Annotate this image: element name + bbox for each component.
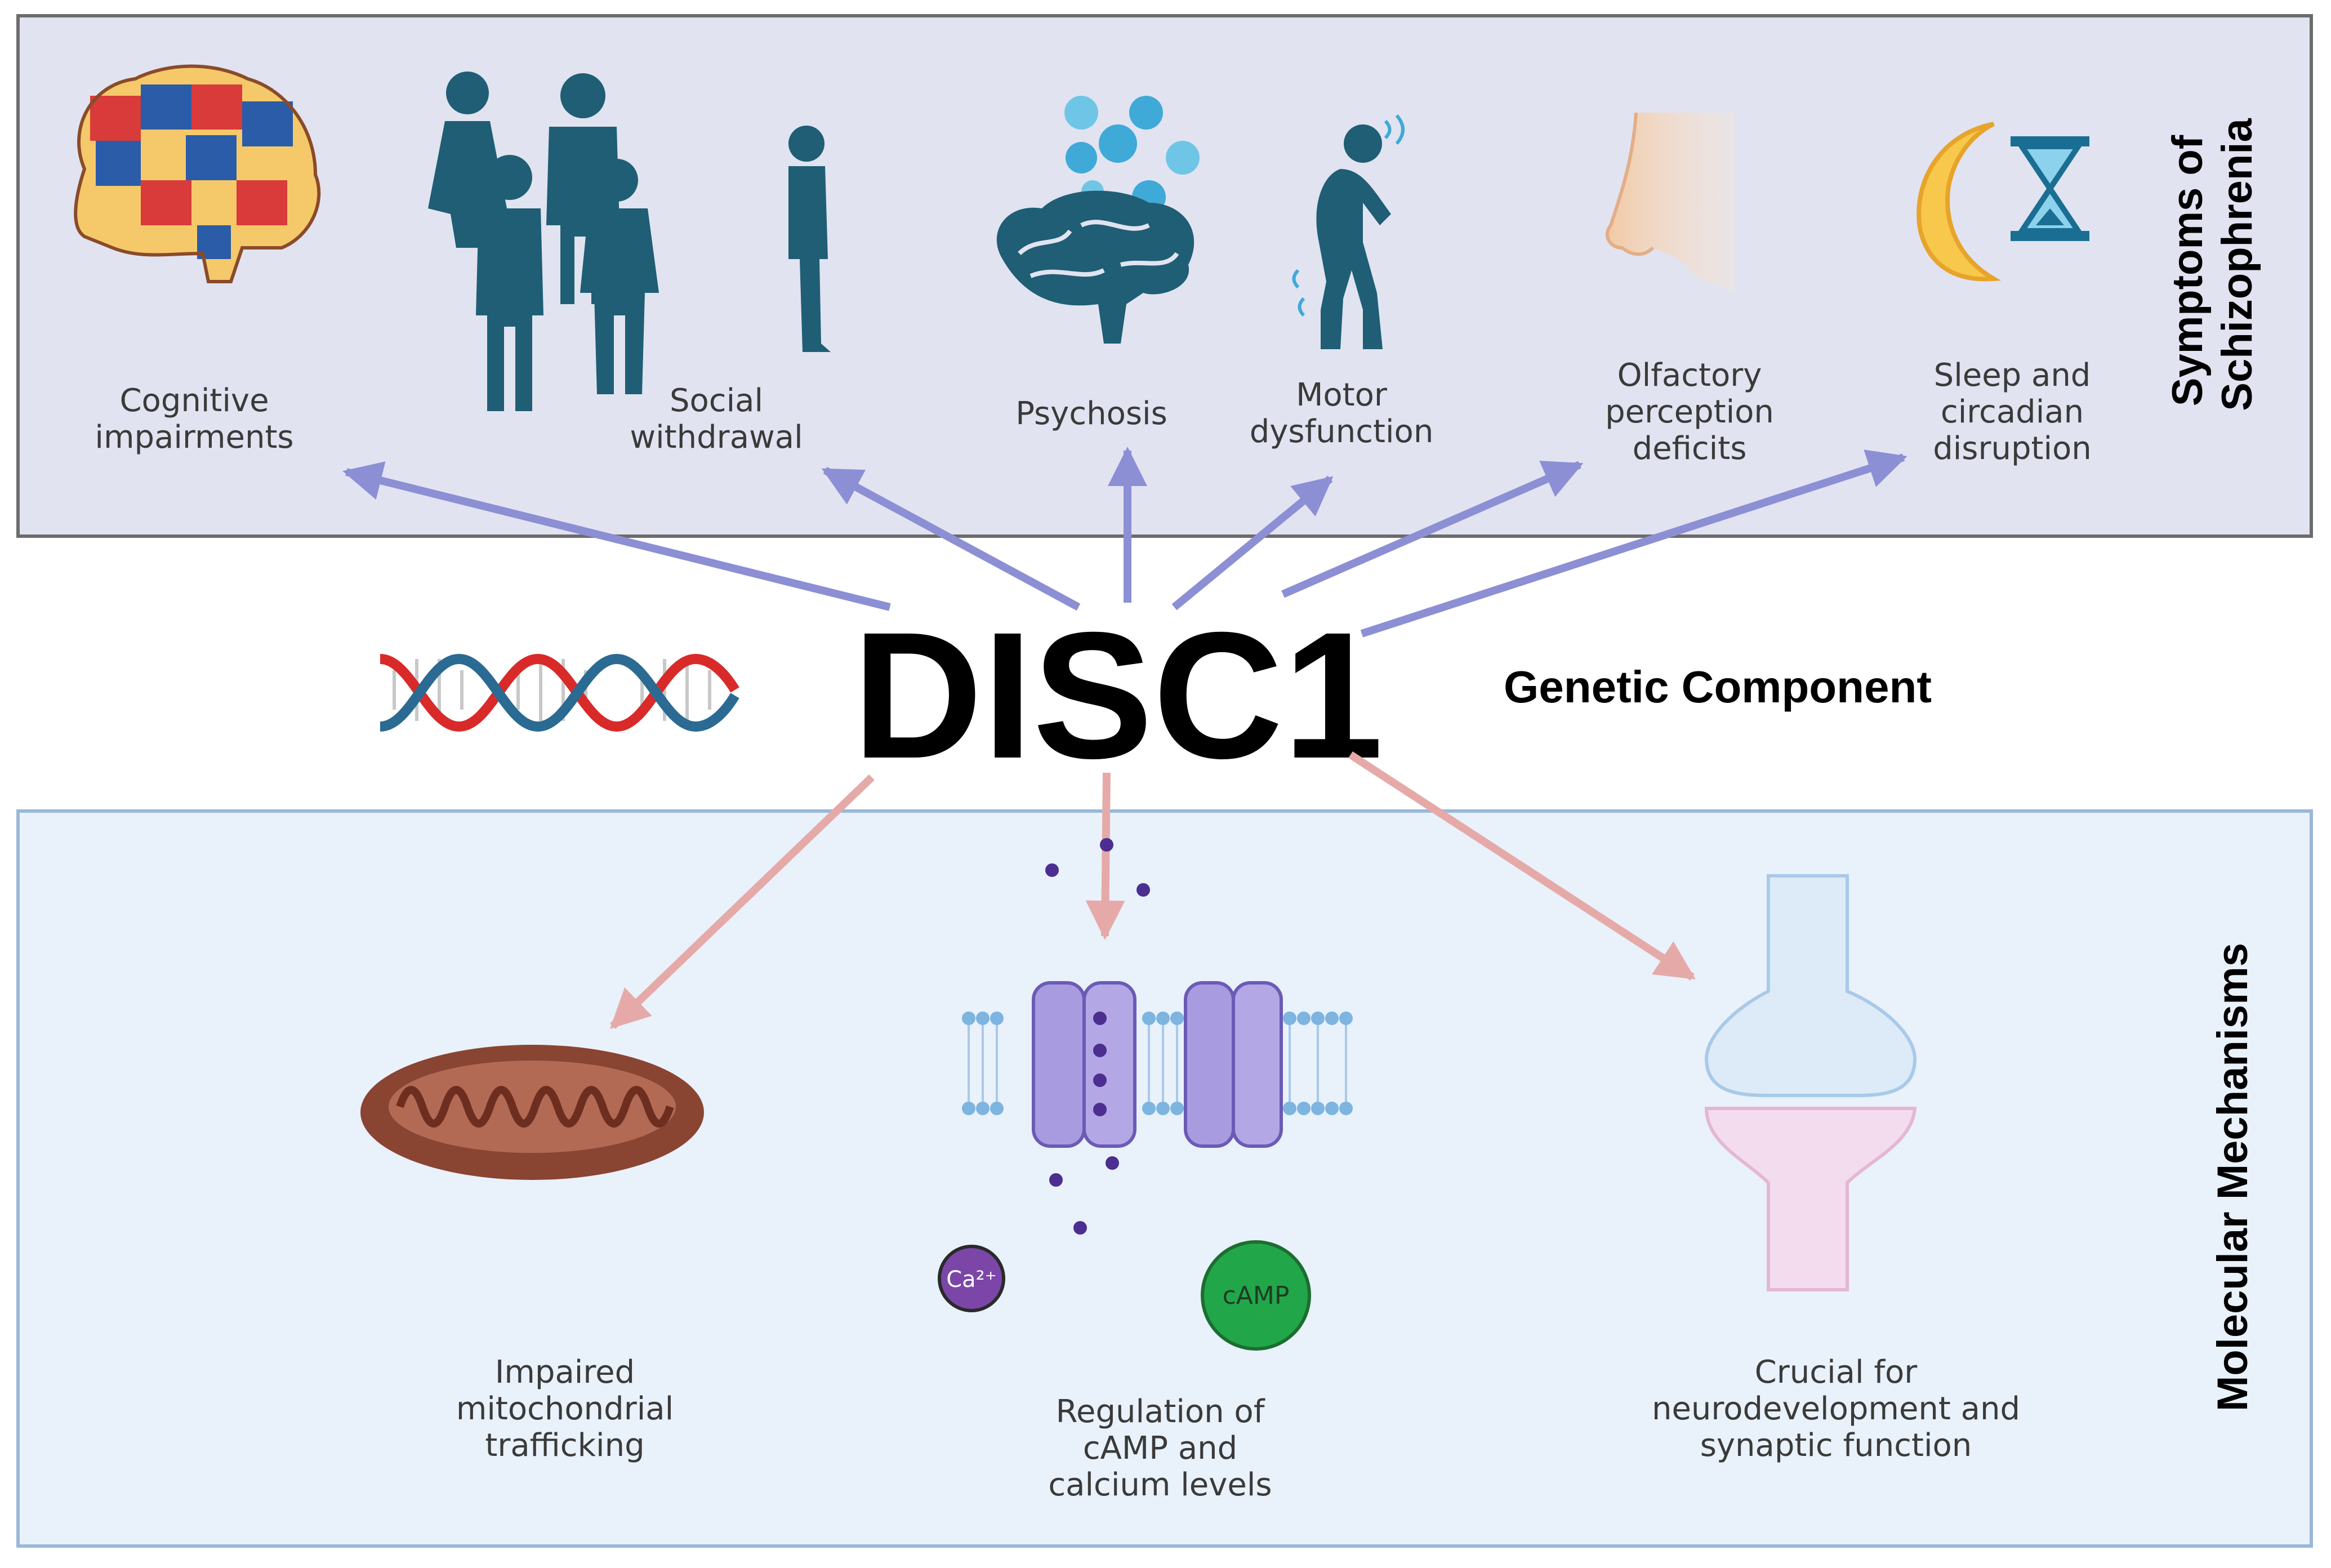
svg-text:Ca²⁺: Ca²⁺ xyxy=(946,1267,997,1293)
svg-text:deficits: deficits xyxy=(1633,430,1747,467)
dna-helix-icon xyxy=(379,653,739,732)
svg-text:Psychosis: Psychosis xyxy=(1015,395,1167,432)
people-group-icon xyxy=(428,72,831,411)
mechanism-label-mitochondrial: Impaired mitochondrial trafficking xyxy=(456,1354,674,1464)
svg-text:perception: perception xyxy=(1605,394,1774,430)
svg-text:Regulation of: Regulation of xyxy=(1056,1393,1265,1430)
symptom-label-olfactory: Olfactory perception deficits xyxy=(1605,357,1774,467)
brain-bubbles-icon xyxy=(996,96,1200,344)
svg-text:Olfactory: Olfactory xyxy=(1617,357,1762,394)
symptoms-panel-title: Symptoms of Schizophrenia xyxy=(2164,118,2261,411)
nose-icon xyxy=(1606,112,1735,293)
svg-text:calcium levels: calcium levels xyxy=(1048,1467,1272,1503)
arrow-to-cognitive xyxy=(342,461,891,611)
arrow-to-synapse xyxy=(1348,751,1696,981)
arrow-to-channel xyxy=(1085,772,1125,940)
svg-text:withdrawal: withdrawal xyxy=(630,419,803,456)
svg-text:cAMP and: cAMP and xyxy=(1083,1430,1237,1467)
camp-badge: cAMP xyxy=(1201,1240,1311,1351)
calcium-ion-badge: Ca²⁺ xyxy=(938,1245,1005,1312)
mechanisms-panel xyxy=(16,809,2313,1548)
svg-text:Motor: Motor xyxy=(1296,377,1388,413)
svg-text:synaptic function: synaptic function xyxy=(1700,1427,1972,1464)
symptom-arrows xyxy=(342,447,1907,638)
svg-text:Crucial for: Crucial for xyxy=(1755,1354,1918,1391)
mechanism-label-regulation: Regulation of cAMP and calcium levels xyxy=(1048,1393,1272,1503)
arrow-to-social xyxy=(821,466,1081,611)
arrow-to-motor xyxy=(1171,475,1334,611)
svg-text:trafficking: trafficking xyxy=(485,1427,644,1464)
genetic-component-label: Genetic Component xyxy=(1504,662,1932,712)
svg-text:cAMP: cAMP xyxy=(1223,1281,1290,1310)
gene-name: DISC1 xyxy=(853,594,1384,796)
synapse-icon xyxy=(1704,874,1917,1291)
arrow-to-sleep xyxy=(1360,449,1907,638)
svg-text:neurodevelopment and: neurodevelopment and xyxy=(1652,1391,2020,1427)
svg-text:impairments: impairments xyxy=(95,419,293,456)
symptom-label-motor: Motor dysfunction xyxy=(1250,377,1434,450)
svg-text:disruption: disruption xyxy=(1933,430,2092,467)
puzzle-brain-icon xyxy=(74,64,321,283)
trembling-person-icon xyxy=(1292,114,1405,349)
svg-text:Impaired: Impaired xyxy=(495,1354,635,1391)
ion-channel-icon: Ca²⁺ cAMP xyxy=(938,838,1353,1351)
svg-text:Sleep and: Sleep and xyxy=(1934,357,2091,394)
arrow-to-olfactory xyxy=(1281,461,1584,598)
mechanisms-panel-title: Molecular Mechanisms xyxy=(2209,943,2257,1411)
svg-text:mitochondrial: mitochondrial xyxy=(456,1391,674,1427)
svg-text:Social: Social xyxy=(670,382,763,419)
svg-text:Cognitive: Cognitive xyxy=(119,382,269,419)
symptom-label-cognitive: Cognitive impairments xyxy=(95,382,293,456)
symptom-label-social: Social withdrawal xyxy=(630,382,803,456)
arrow-to-mitochondria xyxy=(609,774,875,1030)
mechanism-arrows xyxy=(609,751,1696,1030)
moon-hourglass-icon xyxy=(1916,122,2089,282)
symptom-label-sleep: Sleep and circadian disruption xyxy=(1933,357,2092,467)
mitochondrion-icon xyxy=(360,1045,704,1180)
symptom-label-psychosis: Psychosis xyxy=(1015,395,1167,432)
svg-text:circadian: circadian xyxy=(1941,394,2084,430)
svg-text:dysfunction: dysfunction xyxy=(1250,413,1434,450)
mechanism-label-synaptic: Crucial for neurodevelopment and synapti… xyxy=(1652,1354,2020,1464)
